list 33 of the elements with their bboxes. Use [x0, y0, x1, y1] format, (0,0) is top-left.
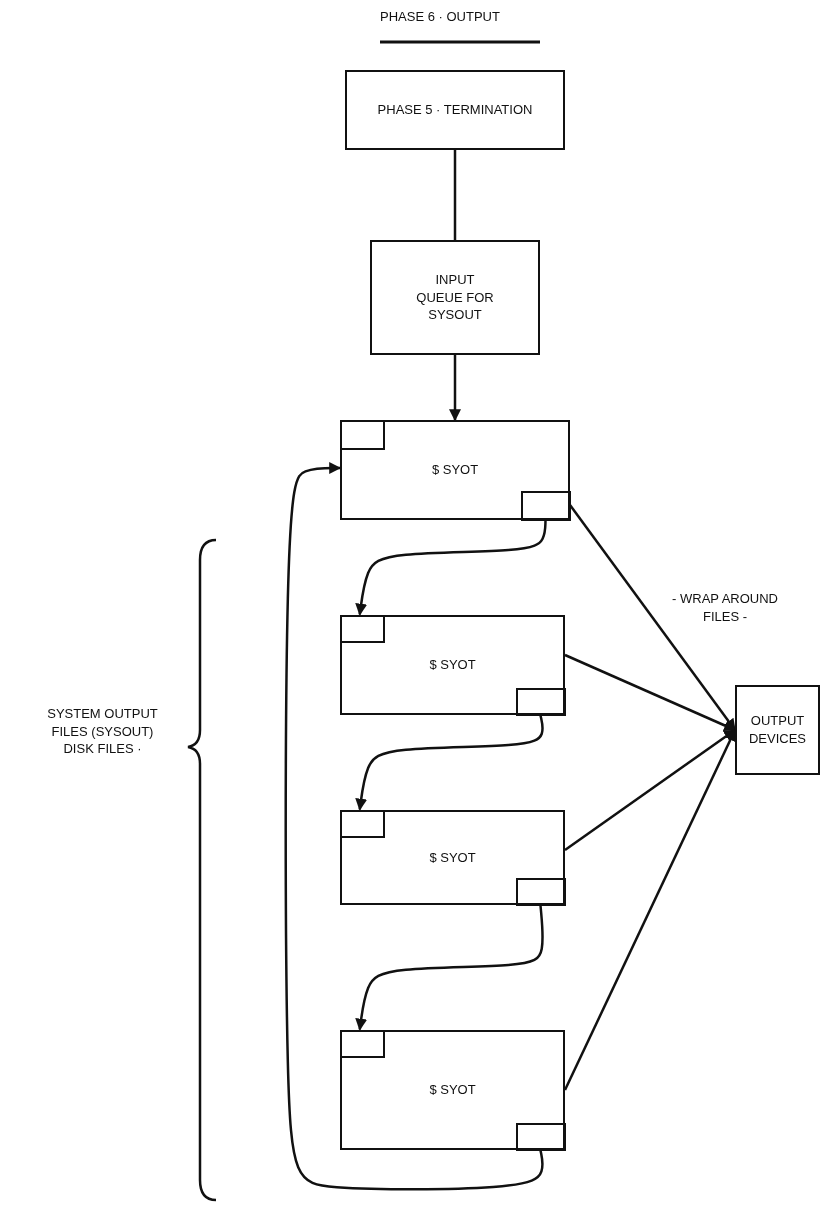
process-box	[340, 810, 565, 905]
process-box	[735, 685, 820, 775]
process-box	[340, 420, 570, 520]
node-text: $ SYOT	[431, 461, 479, 479]
corner-box	[520, 490, 571, 521]
arrow	[355, 520, 547, 616]
corner-box	[339, 1029, 385, 1058]
node-text: $ SYOT	[429, 656, 476, 674]
arrow	[564, 728, 736, 851]
arrow	[563, 728, 737, 1091]
corner-box	[515, 687, 566, 716]
node-text: PHASE 5 · TERMINATION	[377, 101, 533, 119]
corner-box	[339, 614, 385, 643]
process-box	[370, 240, 540, 355]
title: PHASE 6 · OUTPUT	[379, 8, 501, 26]
corner-box	[339, 419, 385, 450]
arrow	[569, 504, 736, 731]
node-text: $ SYOT	[429, 848, 476, 867]
node-text: INPUT QUEUE FOR SYSOUT	[415, 271, 495, 324]
arrow	[355, 905, 544, 1031]
corner-box	[515, 1122, 566, 1151]
brace-label: SYSTEM OUTPUT FILES (SYSOUT) DISK FILES ·	[46, 705, 159, 758]
process-box	[340, 1030, 565, 1150]
corner-box	[339, 809, 385, 838]
arrow	[355, 715, 544, 811]
annotation-text: - WRAP AROUND FILES -	[671, 590, 779, 626]
node-text: $ SYOT	[429, 1081, 476, 1099]
corner-box	[515, 877, 566, 906]
arrow	[284, 462, 544, 1191]
node-text: OUTPUT DEVICES	[747, 712, 808, 748]
process-box	[345, 70, 565, 150]
process-box	[340, 615, 565, 715]
arrow	[449, 355, 461, 422]
